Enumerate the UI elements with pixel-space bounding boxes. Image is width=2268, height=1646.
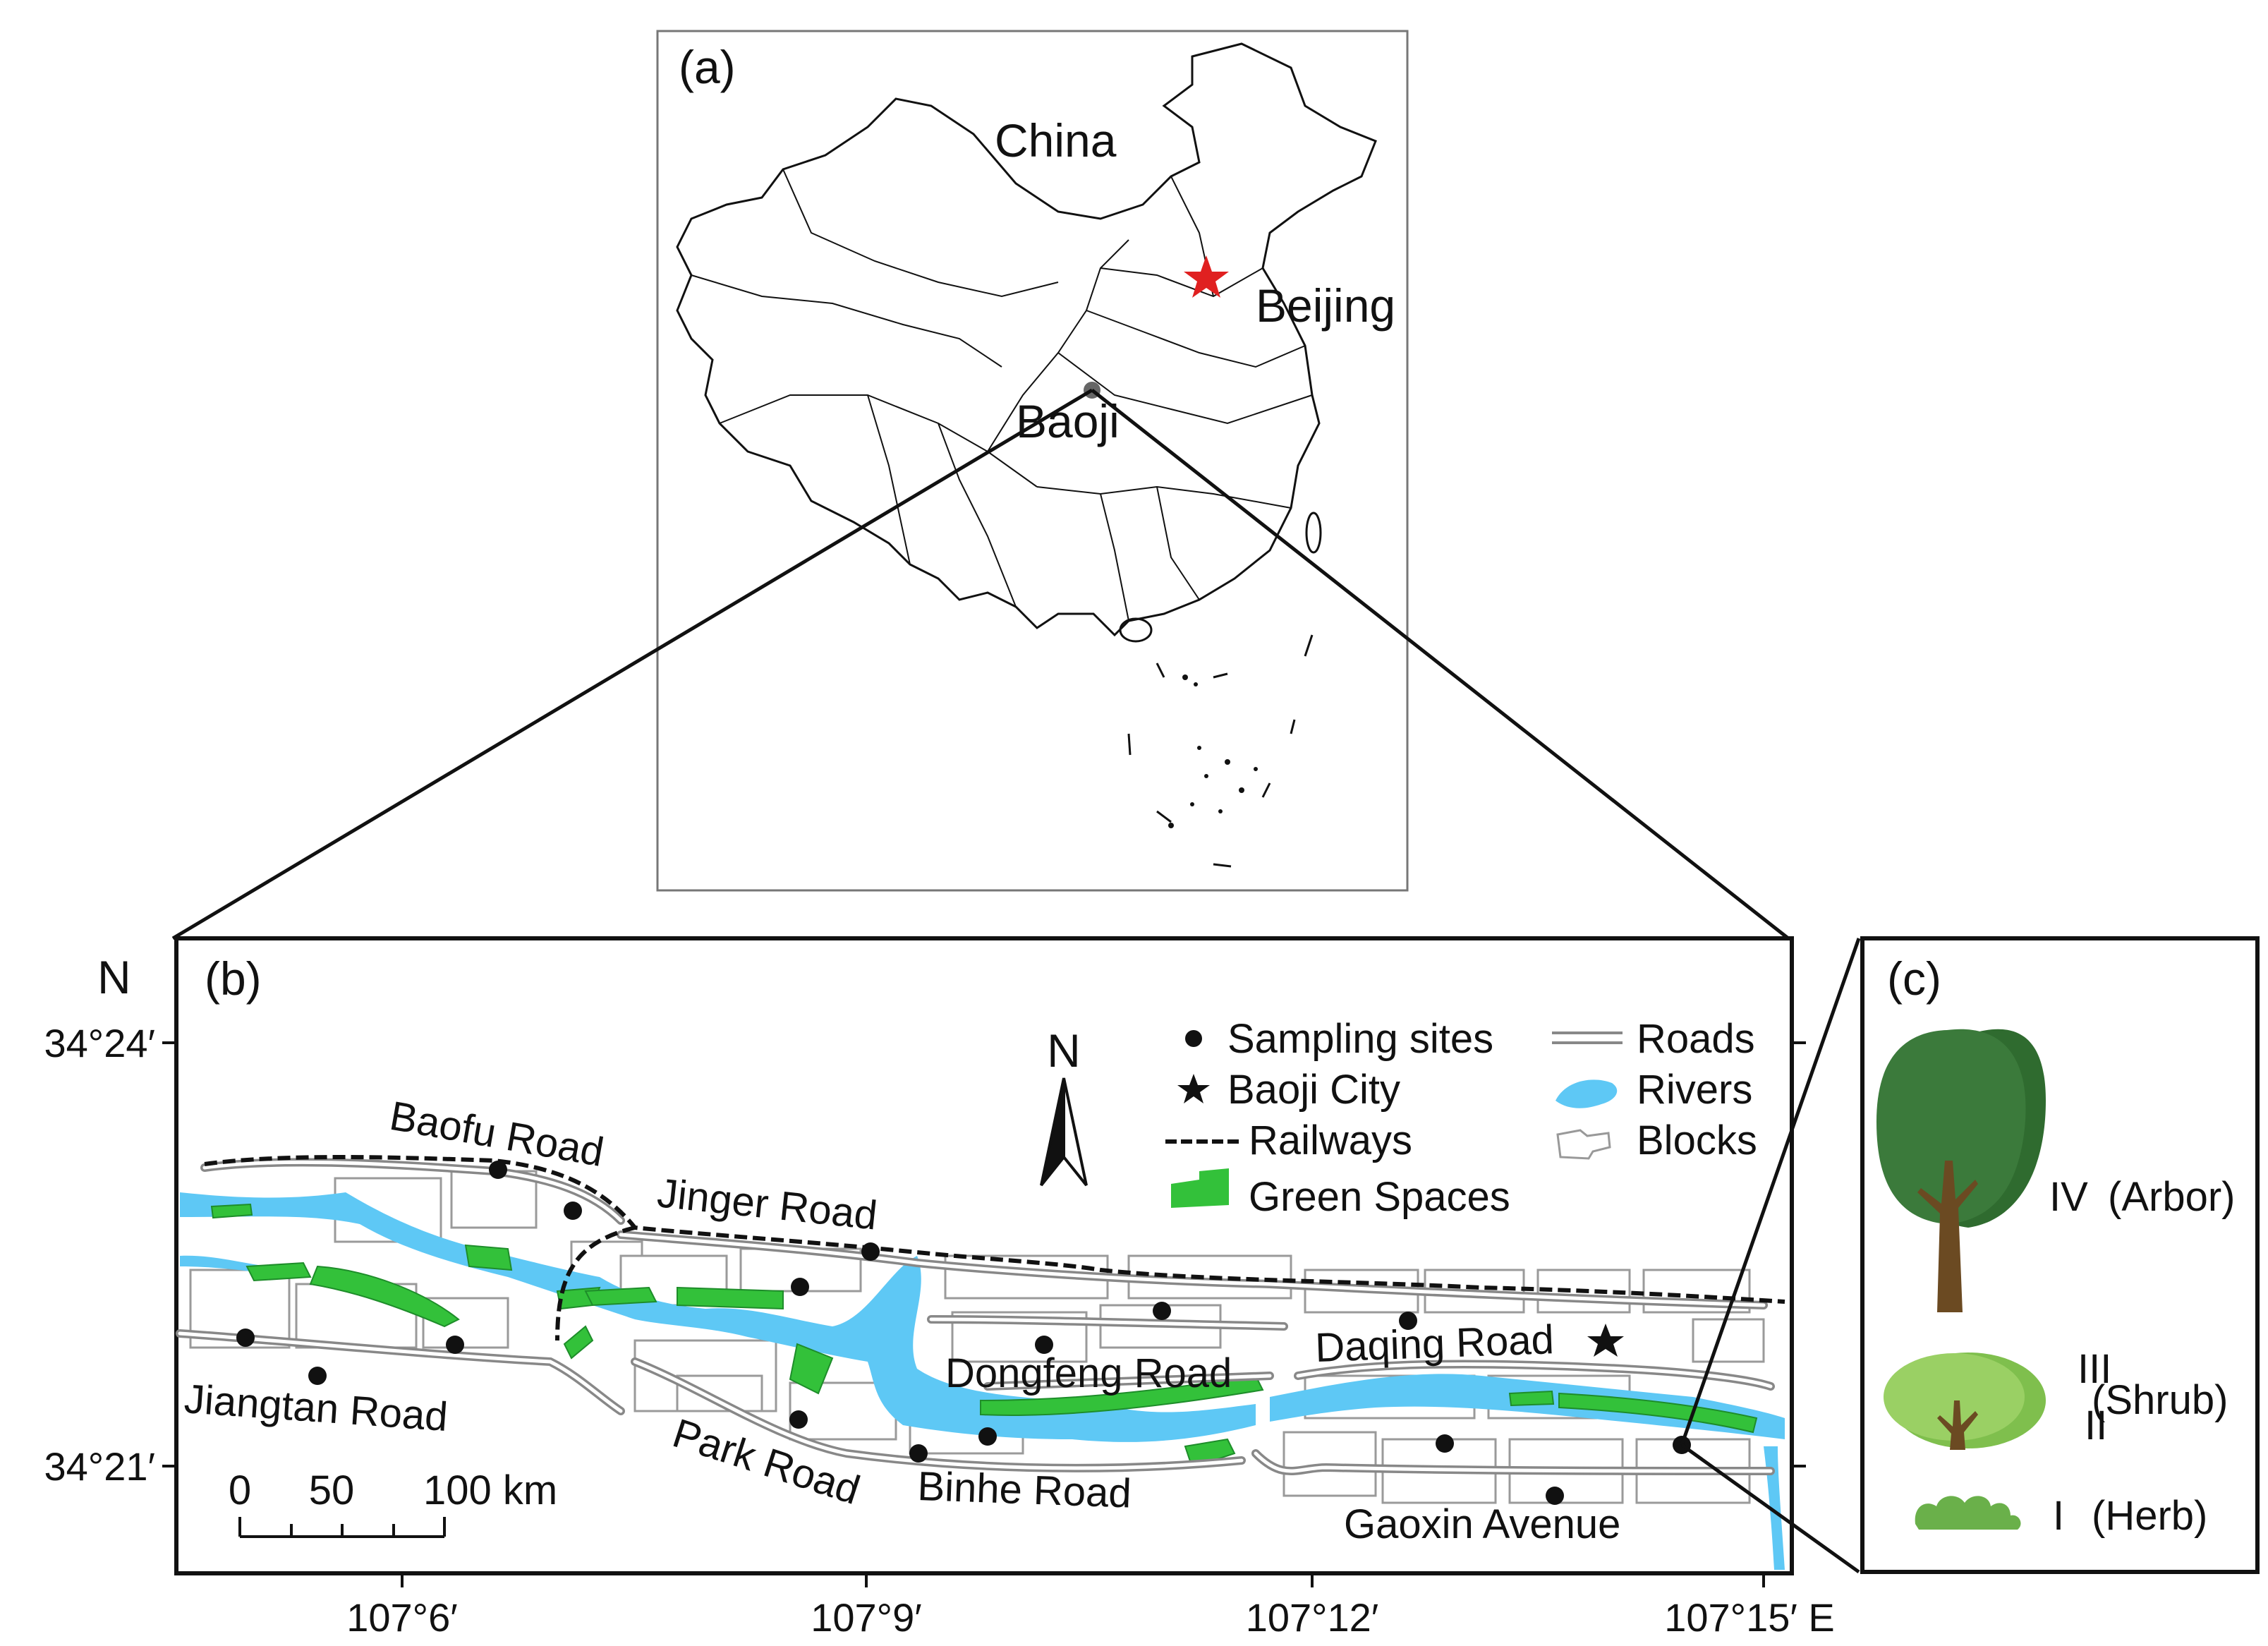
axis-north-label: N (97, 951, 131, 1003)
level-code: III (2078, 1346, 2111, 1392)
sampling-site-dot (861, 1242, 880, 1261)
capital-label: Beijing (1256, 279, 1395, 332)
herb-icon (1915, 1496, 2021, 1530)
sampling-site-dot (791, 1278, 809, 1296)
sampling-site-dot (446, 1336, 464, 1354)
lon-tick-label: 107°12′ (1246, 1595, 1379, 1640)
lon-tick-label: 107°15′ E (1664, 1595, 1835, 1640)
legend-label: Roads (1637, 1016, 1755, 1062)
legend-label: Railways (1249, 1118, 1412, 1163)
rivers (180, 1192, 1785, 1570)
legend-label: Green Spaces (1249, 1174, 1510, 1220)
road-label: Binhe Road (917, 1463, 1132, 1517)
province-boundaries (691, 169, 1313, 622)
level-code: IV (2049, 1174, 2088, 1220)
level-code: I (2053, 1493, 2064, 1539)
south-sea-islets (1168, 674, 1258, 828)
lon-tick-label: 107°9′ (811, 1595, 921, 1640)
north-arrow-icon-dark (1040, 1077, 1065, 1187)
sampling-site-dot (489, 1161, 507, 1179)
arbor-icon (1876, 1029, 2046, 1312)
sampling-site-dot (909, 1444, 928, 1463)
sampling-site-dot (1035, 1336, 1053, 1354)
panel-b: (b) N 34°24′ 34°21′ 107°6′ 107°9′ 107°12… (44, 936, 1835, 1640)
legend-label: Sampling sites (1227, 1016, 1493, 1062)
roads-inner (178, 1160, 1773, 1473)
shrub-icon (1884, 1352, 2046, 1450)
scale-bar-label: 0 (229, 1468, 251, 1513)
star-icon (1177, 1074, 1210, 1103)
panel-c: (c) IV (Arbor) III II (Shrub) I (Herb) (1860, 936, 2260, 1574)
panel-a-label: (a) (679, 41, 736, 93)
lat-ticks: 34°24′ 34°21′ (44, 1021, 1806, 1489)
panel-c-label: (c) (1887, 952, 1941, 1005)
sampling-site-dot (308, 1367, 327, 1385)
lat-tick-label: 34°24′ (44, 1021, 155, 1065)
green-spaces (210, 1203, 1758, 1469)
sampling-site-dot (236, 1329, 255, 1347)
baoji-city-star-icon (1587, 1324, 1624, 1357)
sampling-site-dot (978, 1427, 997, 1446)
legend-label: Rivers (1637, 1067, 1752, 1113)
road-label: Dongfeng Road (945, 1350, 1232, 1396)
panel-a-frame (656, 30, 1409, 892)
north-arrow: N (1040, 1024, 1088, 1187)
legend-label: Blocks (1637, 1118, 1757, 1163)
nine-dash-line (1127, 634, 1314, 868)
railway-line (204, 1155, 1785, 1304)
sampling-site-dot (1399, 1312, 1417, 1330)
panel-c-frame (1860, 936, 2260, 1574)
china-outline (676, 42, 1377, 637)
north-arrow-label: N (1047, 1024, 1081, 1077)
panel-a: (a) China (656, 30, 1409, 892)
road-label: Daqing Road (1314, 1317, 1555, 1371)
scale-bar-label: 50 (309, 1468, 355, 1513)
green-space-icon (1171, 1168, 1229, 1208)
block-icon (1556, 1129, 1611, 1160)
scale-bar (238, 1517, 446, 1538)
lon-ticks: 107°6′ 107°9′ 107°12′ 107°15′ E (346, 1573, 1835, 1640)
zoom-lines-b-to-c (1680, 938, 1861, 1574)
legend-label: Baoji City (1227, 1067, 1400, 1113)
taiwan-island (1305, 512, 1322, 554)
dot-icon (1185, 1030, 1202, 1047)
road-icon (1552, 1031, 1623, 1044)
scale-bar-label: 100 km (423, 1468, 557, 1513)
lon-tick-label: 107°6′ (346, 1595, 457, 1640)
lat-tick-label: 34°21′ (44, 1444, 155, 1489)
level-name: (Shrub) (2092, 1377, 2228, 1423)
sampling-sites (236, 1161, 1691, 1505)
railway-branch (555, 1226, 636, 1341)
panel-b-label: (b) (205, 952, 262, 1005)
sampling-site-dot (1436, 1434, 1454, 1453)
hainan-island (1119, 617, 1153, 643)
sampling-site-dot (789, 1410, 808, 1429)
legend: Sampling sites Baoji City Railways Green… (1165, 1016, 1757, 1220)
country-label: China (995, 114, 1117, 167)
sampling-site-dot (564, 1202, 582, 1220)
level-name: (Arbor) (2108, 1174, 2235, 1220)
sampling-site-dot (1546, 1487, 1564, 1505)
river-icon (1556, 1079, 1618, 1108)
beijing-star-icon (1184, 255, 1229, 298)
road-label: Gaoxin Avenue (1344, 1501, 1620, 1547)
level-name: (Herb) (2092, 1493, 2207, 1539)
sampling-site-dot (1153, 1302, 1171, 1320)
level-code: II (2085, 1403, 2107, 1448)
zoom-lines-a-to-b (171, 388, 1790, 940)
